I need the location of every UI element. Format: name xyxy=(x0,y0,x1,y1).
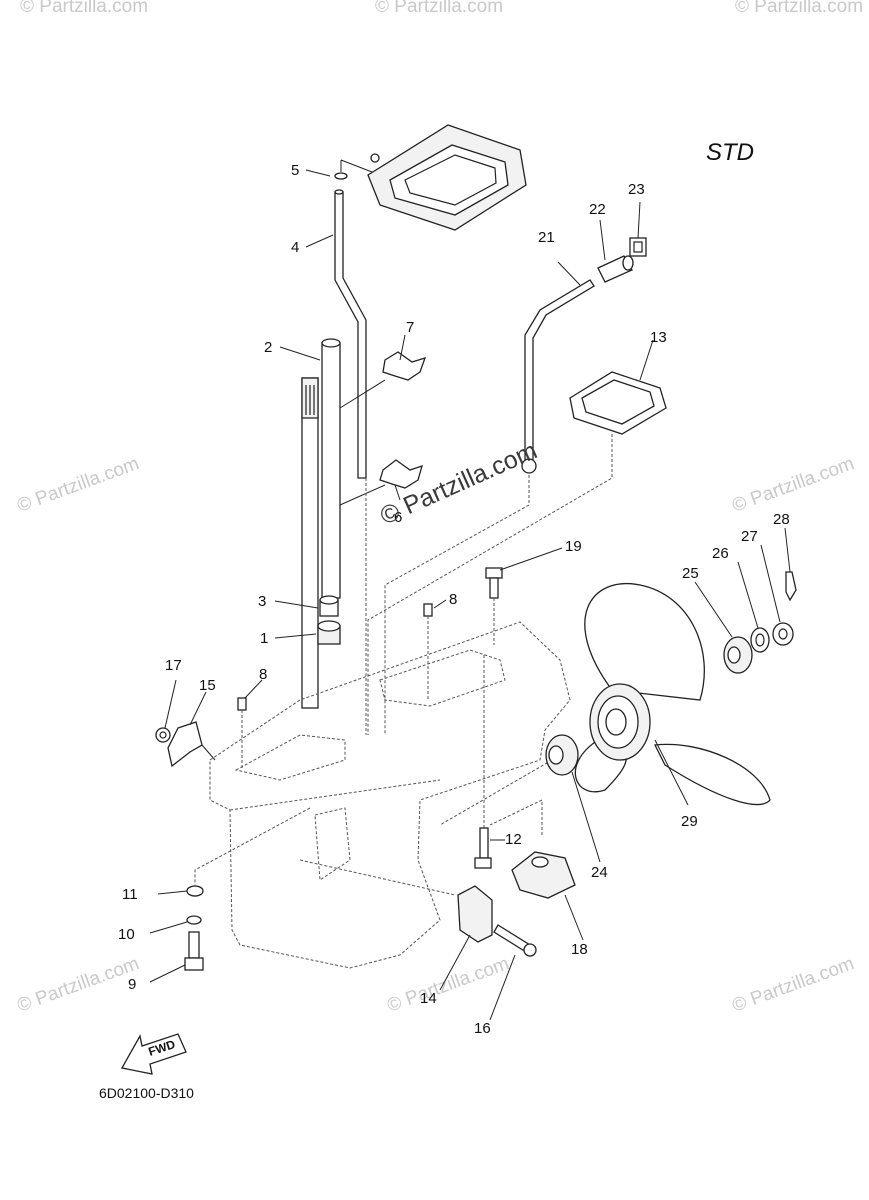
trim-tab-part-18 xyxy=(511,851,576,899)
callout-28: 28 xyxy=(773,511,790,528)
cotter-pin-part-28 xyxy=(785,571,797,602)
propeller-part-29 xyxy=(574,583,771,806)
nut-part-27 xyxy=(772,622,794,646)
watermark-text: © Partzilla.com xyxy=(730,453,857,517)
watermark-text: © Partzilla.com xyxy=(15,453,142,517)
drive-shaft-part-2 xyxy=(321,338,341,599)
diagram-code: 6D02100-D310 xyxy=(99,1085,194,1101)
upper-casing-plate xyxy=(367,124,527,231)
callout-27: 27 xyxy=(741,528,758,545)
watermark-text: © Partzilla.com xyxy=(385,953,512,1017)
collar-part-22 xyxy=(597,255,634,283)
nut-part-17 xyxy=(155,727,171,743)
callout-11: 11 xyxy=(122,886,138,903)
callout-24: 24 xyxy=(591,864,608,881)
callout-10: 10 xyxy=(118,926,135,943)
watermark-text: © Partzilla.com xyxy=(730,953,857,1017)
watermark-text: © Partzilla.com xyxy=(735,0,863,17)
leader-line xyxy=(339,484,386,506)
callout-12: 12 xyxy=(505,831,522,848)
callout-2: 2 xyxy=(264,339,272,356)
gasket-part-13 xyxy=(569,371,667,435)
callout-25: 25 xyxy=(682,565,699,582)
washer-part-26 xyxy=(750,627,770,653)
anode-part-14 xyxy=(457,885,493,943)
shift-rod xyxy=(301,377,319,709)
callout-3: 3 xyxy=(258,593,266,610)
callout-18: 18 xyxy=(571,941,588,958)
callout-leaders xyxy=(149,169,791,1021)
bolt-part-19 xyxy=(485,567,503,599)
callout-6: 6 xyxy=(394,509,402,526)
clip-part-6 xyxy=(379,459,423,489)
water-tube-part-21 xyxy=(521,279,595,474)
lower-casing xyxy=(209,621,571,969)
callout-labels: 5 4 2 7 6 3 1 8 8 17 15 19 21 22 23 13 1… xyxy=(118,162,790,1037)
callout-29: 29 xyxy=(681,813,698,830)
bracket-part-15 xyxy=(167,721,203,768)
callout-16: 16 xyxy=(474,1020,491,1037)
callout-5: 5 xyxy=(291,162,299,179)
watermark-text: © Partzilla.com xyxy=(15,953,142,1017)
seal-part-1 xyxy=(317,620,341,645)
dowel-pin-part-8 xyxy=(423,603,433,617)
callout-17: 17 xyxy=(165,657,182,674)
callout-26: 26 xyxy=(712,545,729,562)
watermark-text: © Partzilla.com xyxy=(375,0,503,17)
callout-13: 13 xyxy=(650,329,667,346)
callout-22: 22 xyxy=(589,201,606,218)
callout-19: 19 xyxy=(565,538,582,555)
callout-9: 9 xyxy=(128,976,136,993)
bolt-part-9 xyxy=(184,931,204,971)
variant-label: STD xyxy=(706,139,754,166)
washer-part-10 xyxy=(186,915,202,925)
callout-23: 23 xyxy=(628,181,645,198)
callout-15: 15 xyxy=(199,677,216,694)
fwd-arrow: FWD xyxy=(120,1033,187,1075)
clip-part-7 xyxy=(382,351,427,381)
grommet-part-23 xyxy=(629,237,647,257)
bolt-part-12 xyxy=(474,827,492,869)
assembly-lines xyxy=(194,434,613,896)
seal-part-24 xyxy=(545,734,579,776)
callout-1: 1 xyxy=(260,630,268,647)
leader-line xyxy=(340,159,373,173)
screw-part-16 xyxy=(493,924,537,957)
spacer-part-25 xyxy=(723,636,753,674)
callout-8-lower: 8 xyxy=(259,666,267,683)
callout-4: 4 xyxy=(291,239,299,256)
clip-part-5 xyxy=(334,172,348,180)
leader-line xyxy=(339,379,386,409)
washer-part-11 xyxy=(186,885,204,897)
callout-7: 7 xyxy=(406,319,414,336)
leader-line xyxy=(201,744,216,761)
callout-14: 14 xyxy=(420,990,437,1007)
callout-21: 21 xyxy=(538,229,555,246)
callout-8-upper: 8 xyxy=(449,591,457,608)
seal-part-3 xyxy=(319,595,339,617)
dowel-pin-part-8 xyxy=(237,697,247,711)
watermark-text: © Partzilla.com xyxy=(20,0,148,17)
